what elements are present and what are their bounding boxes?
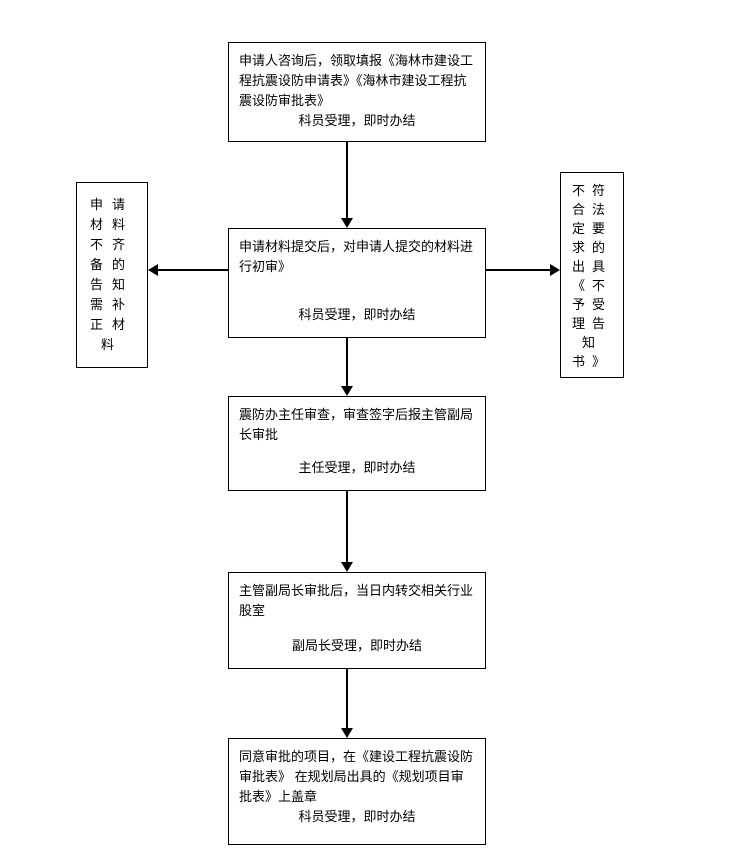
arrow-line: [346, 669, 348, 729]
step-box-initial-review: 申请材料提交后，对申请人提交的材料进行初审》 科员受理，即时办结: [228, 228, 486, 338]
side-box-incomplete-materials: 申请材料不齐备的告知需补正材料: [76, 182, 148, 368]
arrow-line: [346, 142, 348, 219]
step-text: 申请人咨询后，领取填报《海林市建设工程抗震设防申请表》《海林市建设工程抗震设防审…: [239, 53, 474, 109]
arrow-down-head: [341, 562, 353, 572]
step-box-deputy-chief-approval: 主管副局长审批后，当日内转交相关行业股室 副局长受理，即时办结: [228, 572, 486, 669]
step-text: 主管副局长审批后，当日内转交相关行业股室: [239, 583, 474, 619]
step-text: 同意审批的项目，在《建设工程抗震设防审批表》 在规划局出具的《规划项目审批表》上…: [239, 749, 474, 805]
arrow-line: [157, 269, 228, 271]
arrow-line: [346, 491, 348, 563]
step-handler: 科员受理，即时办结: [298, 809, 416, 825]
arrow-initial-review-to-director-review: [341, 338, 353, 396]
arrow-review-to-incomplete-materials: [148, 264, 228, 276]
arrow-down-head: [341, 218, 353, 228]
arrow-line: [486, 269, 551, 271]
step-handler: 科员受理，即时办结: [298, 306, 416, 322]
step-box-consult-and-collect-forms: 申请人咨询后，领取填报《海林市建设工程抗震设防申请表》《海林市建设工程抗震设防审…: [228, 42, 486, 142]
arrow-consult-to-initial-review: [341, 142, 353, 228]
step-text: 震防办主任审查，审查签字后报主管副局长审批: [239, 407, 474, 443]
step-handler: 主任受理，即时办结: [298, 459, 416, 475]
arrow-right-head: [550, 264, 560, 276]
step-handler: 科员受理，即时办结: [298, 113, 416, 129]
arrow-deputy-approval-to-stamp: [341, 669, 353, 738]
step-text: 申请材料提交后，对申请人提交的材料进行初审》: [239, 239, 474, 275]
arrow-down-head: [341, 728, 353, 738]
step-box-director-review: 震防办主任审查，审查签字后报主管副局长审批 主任受理，即时办结: [228, 396, 486, 491]
side-box-rejection-notice: 不符合法定要求的出具《不予受理告知书》: [560, 172, 624, 378]
arrow-left-head: [148, 264, 158, 276]
side-box-text: 申请材料不齐备的告知需补正材料: [89, 197, 134, 352]
arrow-review-to-rejection-notice: [486, 264, 560, 276]
step-box-stamp-approved-project: 同意审批的项目，在《建设工程抗震设防审批表》 在规划局出具的《规划项目审批表》上…: [228, 738, 486, 845]
step-handler: 副局长受理，即时办结: [291, 637, 422, 653]
arrow-line: [346, 338, 348, 387]
arrow-down-head: [341, 386, 353, 396]
side-box-text: 不符合法定要求的出具《不予受理告知书》: [571, 183, 612, 369]
arrow-director-review-to-deputy-approval: [341, 491, 353, 572]
